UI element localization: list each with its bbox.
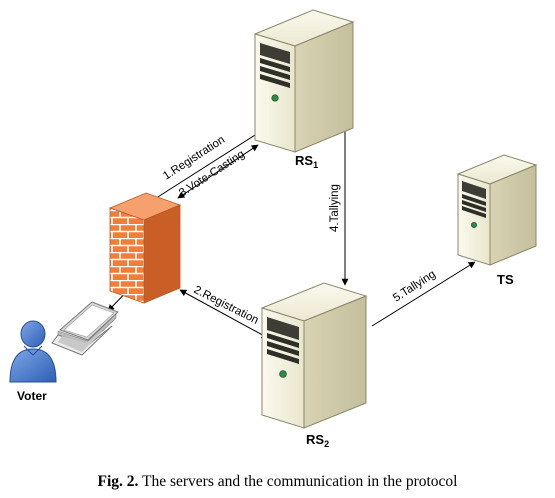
server-icon: [260, 282, 368, 429]
caption-label: Fig. 2.: [97, 473, 139, 490]
user-icon: [9, 320, 57, 383]
rs1-name: RS: [295, 153, 314, 168]
figure-caption: Fig. 2. The servers and the communicatio…: [0, 473, 555, 491]
edge-rs2-ts-tallying: [371, 261, 476, 327]
rs2-name: RS: [306, 432, 325, 447]
edge-rs1-firewall-vote-casting: [177, 144, 259, 199]
rs2-subscript: 2: [324, 439, 330, 449]
server-icon: [456, 154, 538, 266]
laptop-icon: [51, 301, 119, 356]
caption-text: The servers and the communication in the…: [138, 473, 458, 490]
server-icon: [253, 9, 355, 153]
edge-firewall-rs2-registration: [179, 289, 269, 339]
rs2-label: RS2: [306, 432, 329, 449]
edge-label-registration-2: 2.Registration: [192, 284, 261, 327]
rs1-subscript: 1: [313, 160, 319, 170]
ts-label: TS: [497, 272, 514, 287]
voter-label: Voter: [17, 389, 47, 403]
firewall-icon: [108, 192, 182, 304]
rs1-label: RS1: [295, 153, 318, 170]
edge-label-tallying-4: 4.Tallying: [329, 184, 341, 232]
